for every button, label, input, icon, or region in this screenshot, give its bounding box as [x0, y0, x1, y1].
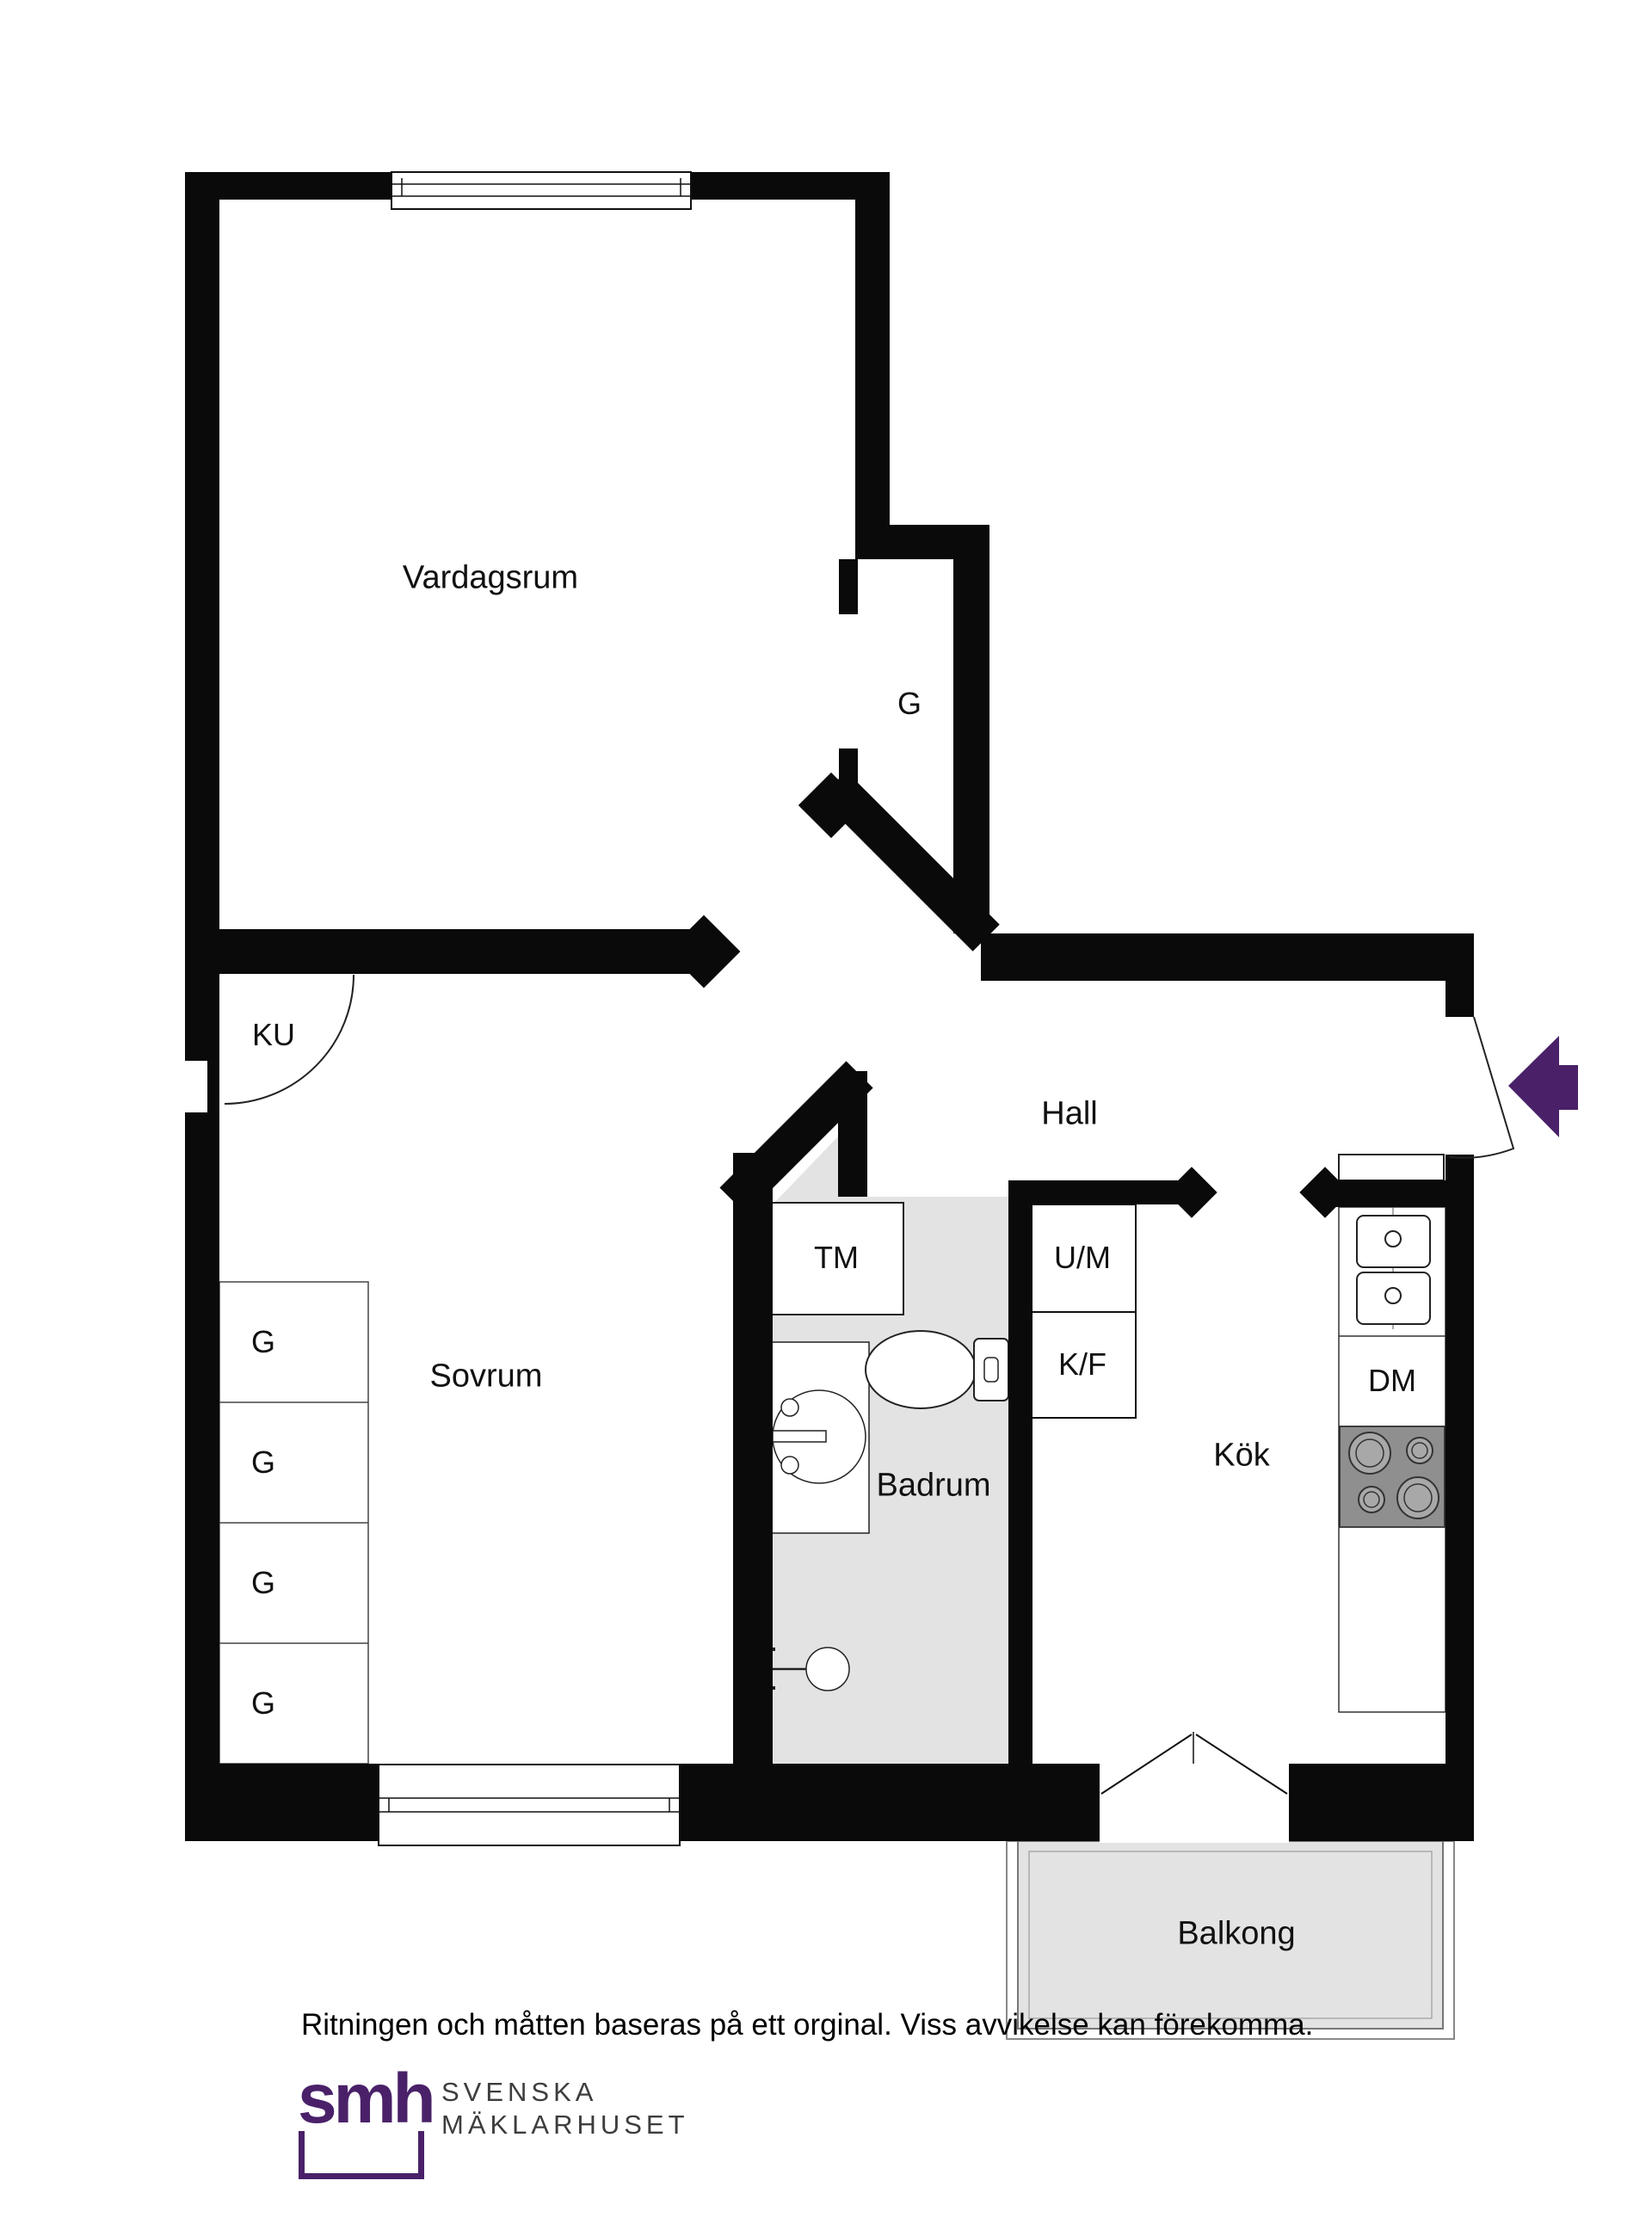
wall-diagonal-closet: [819, 771, 1000, 952]
wall-hall-top: [981, 933, 1474, 981]
sink-faucet-1: [1384, 1230, 1402, 1247]
wall-entry-upper: [1446, 981, 1474, 1017]
toilet-flush-button: [983, 1357, 999, 1383]
room-label-badrum: Badrum: [876, 1467, 991, 1504]
bath-sink-knob-2: [780, 1456, 799, 1475]
washing-machine-box: [769, 1202, 904, 1315]
label-tm: TM: [814, 1240, 859, 1275]
disclaimer-text: Ritningen och måtten baseras på ett orgi…: [301, 2008, 1314, 2042]
wall-flag-closet-door: [798, 772, 865, 839]
brand-name-line1: SVENSKA: [441, 2077, 598, 2107]
room-label-balkong: Balkong: [1177, 1915, 1296, 1952]
label-kf: K/F: [1057, 1346, 1107, 1382]
label-um: U/M: [1054, 1240, 1111, 1275]
label-ku: KU: [251, 1017, 296, 1052]
fridge-freezer-box: [1029, 1311, 1137, 1419]
wall-flag-bedroom-door: [667, 915, 741, 989]
wardrobe-label-1: G: [250, 1324, 276, 1359]
wall-flag-kitchen-door-right: [1299, 1167, 1351, 1218]
wall-outer-left: [185, 172, 219, 1841]
wardrobe-label-4: G: [250, 1685, 276, 1721]
bath-sink-mixer: [772, 1430, 827, 1443]
balcony-door-opening: [1100, 1762, 1289, 1843]
room-label-kok: Kök: [1213, 1437, 1270, 1474]
balcony-inner-line: [1028, 1851, 1433, 2019]
entry-door-leaf: [1448, 1016, 1515, 1159]
bath-sink-knob-1: [780, 1398, 799, 1417]
stove-burners: [1348, 1432, 1439, 1519]
wall-flag-kitchen-door-left: [1166, 1167, 1217, 1218]
wardrobe-block: [219, 1281, 369, 1765]
wall-bedroom-top: [185, 929, 701, 974]
closet-label-g: G: [897, 686, 922, 721]
wall-entry-lower: [1446, 1155, 1474, 1841]
smh-logo-text: smh: [296, 2063, 437, 2134]
wall-bathroom-stub: [838, 1071, 867, 1197]
room-label-hall: Hall: [1041, 1095, 1098, 1132]
wall-closet-right: [953, 525, 989, 933]
brand-name-line2: MÄKLARHUSET: [441, 2110, 689, 2140]
wall-appliance-top: [1008, 1180, 1185, 1204]
balcony-door-leaves: [1100, 1732, 1288, 1795]
entrance-arrow-icon: [1508, 1036, 1578, 1137]
wall-bathroom-left: [733, 1153, 773, 1764]
toilet-bowl: [865, 1330, 977, 1409]
wardrobe-label-2: G: [250, 1444, 276, 1480]
room-label-vardagsrum: Vardagsrum: [402, 559, 579, 596]
left-wall-notch: [185, 1061, 207, 1112]
bedroom-door-arc: [224, 974, 354, 1105]
wall-closet-left-stub-a: [839, 559, 858, 614]
label-dm: DM: [1368, 1363, 1416, 1398]
wall-bathroom-right: [1008, 1197, 1032, 1764]
wardrobe-label-3: G: [250, 1565, 276, 1600]
wall-bathroom-diagonal: [719, 1061, 873, 1215]
balcony-floor: [1017, 1840, 1444, 2030]
livingroom-window: [391, 171, 692, 210]
room-label-sovrum: Sovrum: [429, 1358, 543, 1395]
sink-faucet-2: [1384, 1287, 1402, 1304]
wall-livingroom-right: [855, 172, 890, 545]
bedroom-window: [378, 1764, 681, 1846]
hall-cabinet: [1338, 1154, 1445, 1181]
